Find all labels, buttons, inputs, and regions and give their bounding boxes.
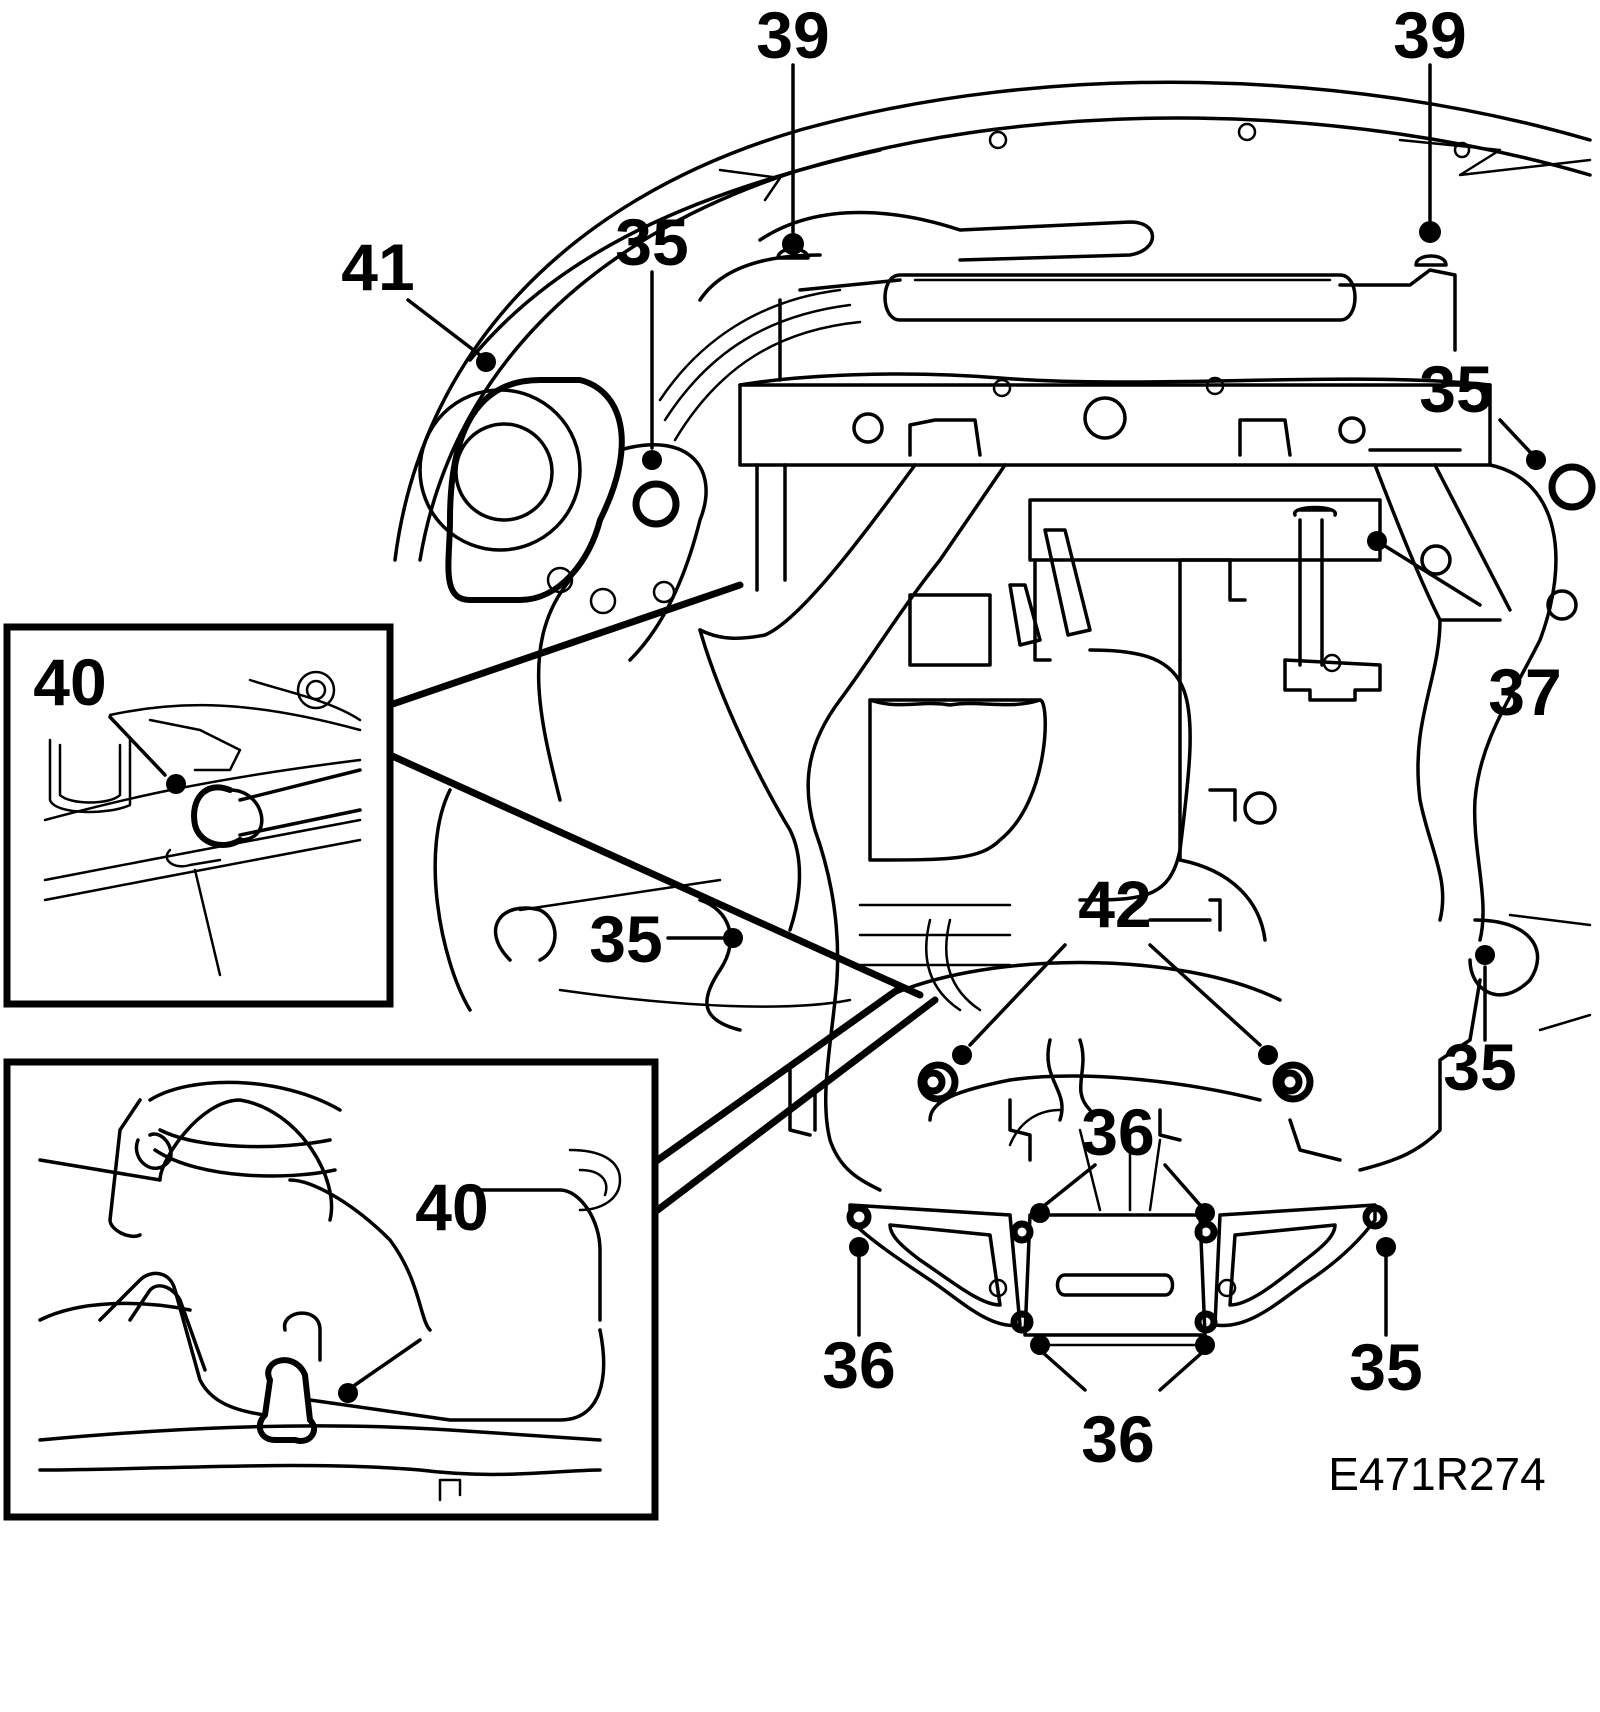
- leader-lines: [406, 63, 1546, 1392]
- inset-bottom: [3, 984, 939, 1521]
- callout-37: 37: [1488, 655, 1561, 729]
- callout-41: 41: [341, 230, 414, 304]
- callout-35-bottom-right: 35: [1349, 1330, 1422, 1404]
- callout-35-mid-right: 35: [1443, 1030, 1516, 1104]
- callout-42: 42: [1078, 867, 1151, 941]
- callout-40-inset-bottom: 40: [415, 1170, 488, 1244]
- inset-bottom-frame: [3, 1058, 659, 1521]
- callout-39-left: 39: [756, 0, 829, 72]
- callout-36-center-top: 36: [1081, 1095, 1154, 1169]
- callout-36-bottom-center: 36: [1081, 1402, 1154, 1476]
- body-outline: [393, 80, 1596, 1347]
- callout-40-inset-top: 40: [33, 645, 106, 719]
- callout-35-mid-left: 35: [589, 902, 662, 976]
- callout-35-right-upper: 35: [1419, 352, 1492, 426]
- callout-labels: 39 39 35 41 35 37 40 35 42 35 36 40 36 3…: [33, 0, 1561, 1500]
- callout-35-upper-left: 35: [615, 205, 688, 279]
- callout-36-bottom-left: 36: [822, 1328, 895, 1402]
- inset-top: [3, 581, 924, 1008]
- callout-39-right: 39: [1393, 0, 1466, 72]
- drawing-code: E471R274: [1328, 1448, 1545, 1500]
